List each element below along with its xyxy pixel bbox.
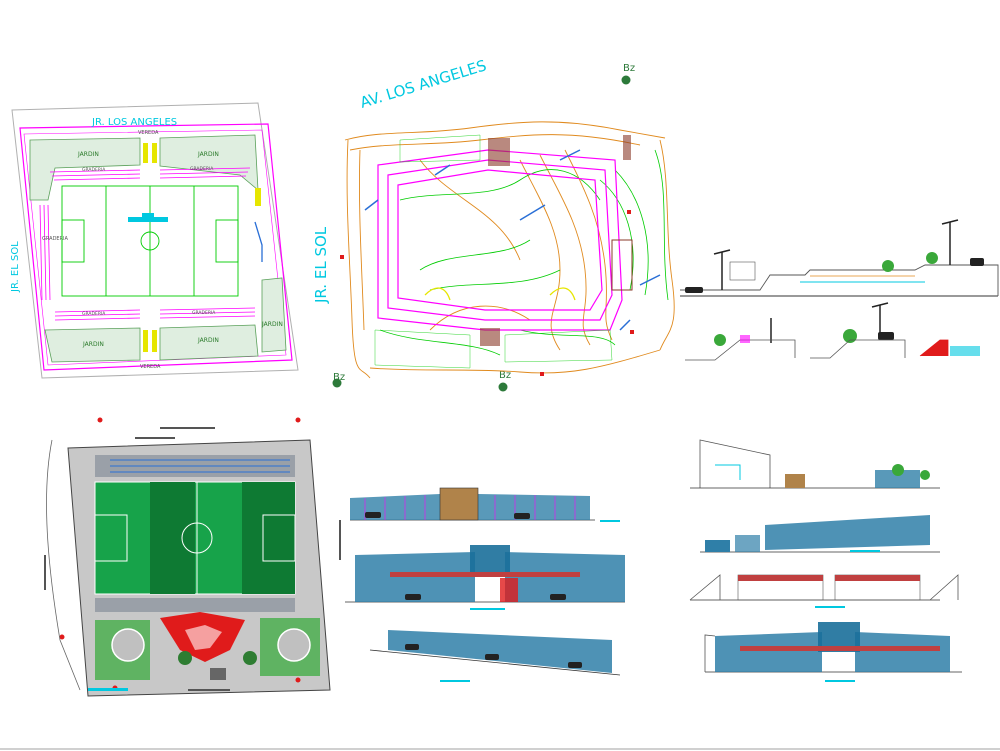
garden-bottom-left <box>44 327 141 363</box>
jardin-label-tr: JARDIN <box>197 151 219 158</box>
gradera-label-tr: GRADERIA <box>190 166 214 172</box>
bleachers <box>39 167 256 321</box>
elevations-center <box>345 487 625 682</box>
blue-marks <box>364 149 661 331</box>
rendered-site-plan <box>44 417 341 697</box>
football-field-plan <box>61 185 239 297</box>
stairs-markers <box>480 135 633 346</box>
street-lamp-icon <box>713 219 959 343</box>
garden-areas <box>29 134 287 363</box>
site-plan-top-left: JR. LOS ANGELES JR. EL SOL VEREDA VEREDA… <box>10 102 299 379</box>
benchmark-label-3: Bz <box>499 370 511 381</box>
gradera-label-tl: GRADERIA <box>82 167 106 173</box>
benchmark-label-2: Bz <box>333 372 345 383</box>
gradera-label-br: GRADERIA <box>192 310 216 316</box>
jardin-label-br: JARDIN <box>197 337 219 344</box>
jardin-label-bl: JARDIN <box>82 341 104 348</box>
benchmark-label-1: Bz <box>623 63 635 74</box>
site-sections-top-right <box>680 219 999 361</box>
topographic-plan: AV. LOS ANGELES JR. EL SOL Bz Bz Bz <box>312 56 675 392</box>
garden-right <box>261 277 287 353</box>
street-label-left: JR. EL SOL <box>10 241 21 293</box>
vereda-label-bottom: VEREDA <box>140 364 161 370</box>
gradera-label-bl: GRADERIA <box>82 311 106 317</box>
benchmark-markers: Bz Bz Bz <box>332 63 635 392</box>
street-label-elsol: JR. EL SOL <box>312 226 330 304</box>
vereda-label-top: VEREDA <box>138 130 159 136</box>
garden-hatching <box>374 134 613 369</box>
elevations-right <box>689 439 962 682</box>
car-icon <box>685 258 984 340</box>
field-center-marker <box>128 217 168 222</box>
garden-bottom-right <box>159 324 259 361</box>
tree-icon <box>714 252 938 346</box>
red-marks <box>340 210 634 376</box>
gradera-label-left: GRADERIA <box>42 236 69 242</box>
entrance-markers <box>143 143 261 352</box>
yellow-features <box>424 287 576 301</box>
street-label-av: AV. LOS ANGELES <box>358 56 489 112</box>
garden-top-right <box>159 134 259 191</box>
jardin-label-tl: JARDIN <box>77 151 99 158</box>
jardin-label-right: JARDIN <box>261 321 283 328</box>
street-label-top: JR. LOS ANGELES <box>91 117 177 128</box>
garden-top-left <box>29 137 141 201</box>
